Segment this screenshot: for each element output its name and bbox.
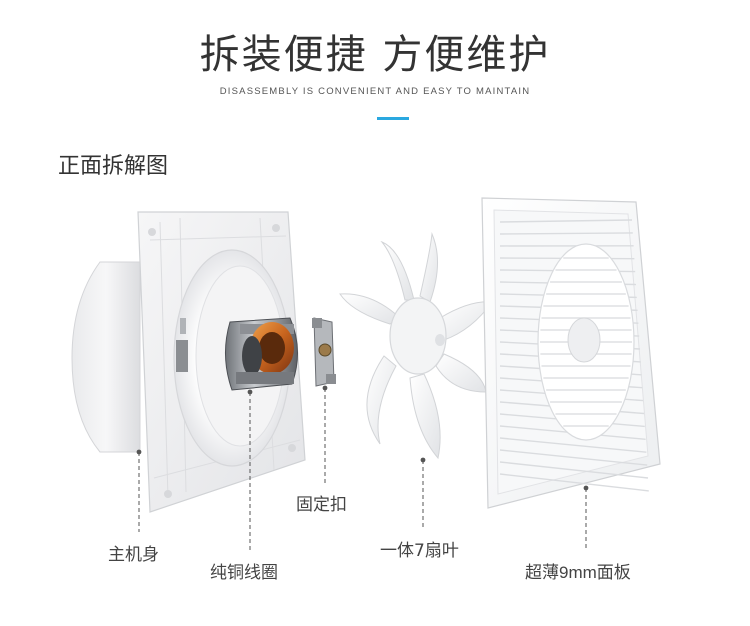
label-fan-blade: 一体7扇叶	[380, 541, 459, 561]
label-copper-coil: 纯铜线圈	[210, 563, 278, 583]
page-subtitle: DISASSEMBLY IS CONVENIENT AND EASY TO MA…	[219, 86, 531, 97]
label-fixing-clip: 固定扣	[296, 495, 347, 515]
leader-lines	[138, 388, 587, 550]
main-body-unit	[71, 211, 306, 513]
fixing-clip	[312, 317, 336, 387]
label-main-body: 主机身	[108, 545, 159, 565]
front-panel	[481, 197, 661, 509]
copper-coil-motor	[224, 317, 299, 391]
page-title: 拆装便捷 方便维护	[199, 32, 551, 78]
accent-divider	[377, 117, 409, 120]
fan-blade	[339, 232, 493, 460]
leader-dots	[136, 385, 589, 491]
label-panel: 超薄9mm面板	[525, 563, 631, 582]
section-title: 正面拆解图	[58, 154, 169, 179]
